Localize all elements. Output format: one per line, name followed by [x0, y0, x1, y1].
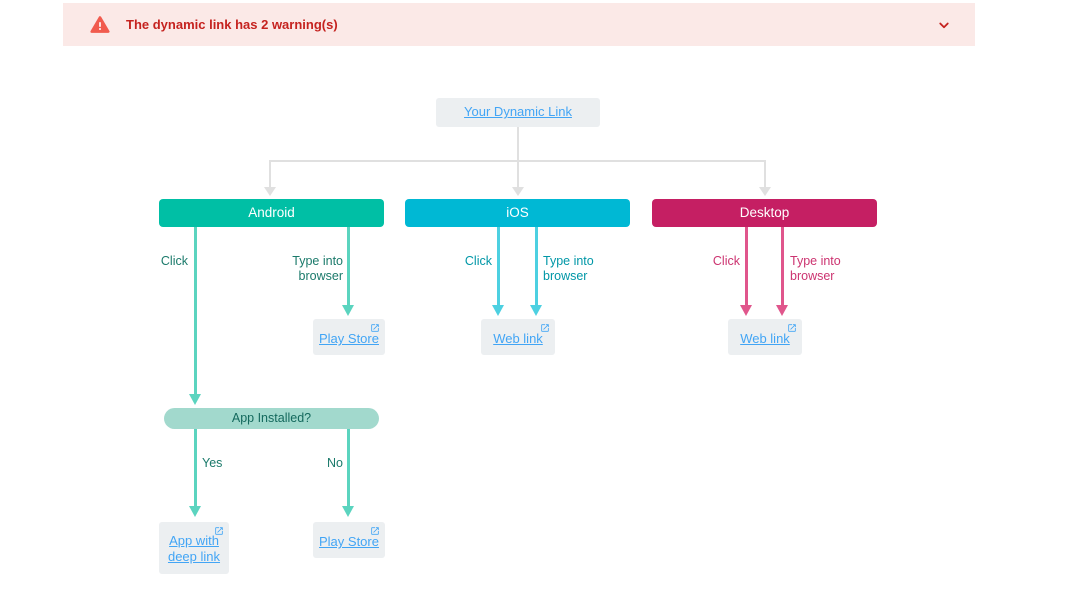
root-node: Your Dynamic Link	[436, 98, 600, 127]
external-link-icon	[540, 323, 550, 333]
warning-message: The dynamic link has 2 warning(s)	[126, 17, 338, 32]
external-link-icon	[370, 323, 380, 333]
desktop-type-into-browser-label: Type into browser	[790, 254, 841, 283]
ios-type-arrowhead	[530, 305, 542, 316]
ios-click-arrowhead	[492, 305, 504, 316]
tree-root-stem	[517, 127, 519, 161]
app-installed-pill: App Installed?	[164, 408, 379, 429]
android-play-store-no-link[interactable]: Play Store	[319, 534, 379, 549]
tree-stub-desktop	[764, 160, 766, 187]
android-type-arrowhead	[342, 305, 354, 316]
tree-arrowhead-ios	[512, 187, 524, 196]
android-yes-label: Yes	[202, 456, 223, 470]
desktop-click-arrowhead	[740, 305, 752, 316]
android-type-into-browser-label: Type into browser	[292, 254, 343, 283]
desktop-click-label: Click	[712, 254, 740, 268]
ios-click-label: Click	[464, 254, 492, 268]
android-type-arrow-line	[347, 227, 350, 305]
desktop-type-arrowhead	[776, 305, 788, 316]
your-dynamic-link[interactable]: Your Dynamic Link	[464, 104, 572, 119]
ios-click-arrow-line	[497, 227, 500, 305]
external-link-icon	[370, 526, 380, 536]
ios-type-into-browser-label: Type into browser	[543, 254, 594, 283]
platform-header-ios: iOS	[405, 199, 630, 227]
ios-web-link-node: Web link	[481, 319, 555, 355]
android-click-label: Click	[160, 254, 188, 268]
desktop-web-link-node: Web link	[728, 319, 802, 355]
tree-stub-ios	[517, 160, 519, 187]
android-click-arrowhead	[189, 394, 201, 405]
desktop-type-arrow-line	[781, 227, 784, 305]
android-app-deep-link-node: App with deep link	[159, 522, 229, 574]
warning-banner[interactable]: The dynamic link has 2 warning(s)	[63, 3, 975, 46]
platform-header-android: Android	[159, 199, 384, 227]
android-play-store-node: Play Store	[313, 319, 385, 355]
android-yes-arrow-line	[194, 429, 197, 506]
android-yes-arrowhead	[189, 506, 201, 517]
tree-stub-android	[269, 160, 271, 187]
desktop-click-arrow-line	[745, 227, 748, 305]
tree-arrowhead-android	[264, 187, 276, 196]
warning-triangle-icon	[90, 15, 110, 34]
android-play-store-no-node: Play Store	[313, 522, 385, 558]
chevron-down-icon[interactable]	[935, 16, 953, 34]
android-no-arrow-line	[347, 429, 350, 506]
android-click-arrow-line	[194, 227, 197, 394]
desktop-web-link[interactable]: Web link	[740, 331, 790, 346]
android-app-deep-link[interactable]: App with deep link	[167, 533, 221, 564]
android-play-store-link[interactable]: Play Store	[319, 331, 379, 346]
android-no-label: No	[327, 456, 343, 470]
ios-web-link[interactable]: Web link	[493, 331, 543, 346]
platform-header-desktop: Desktop	[652, 199, 877, 227]
ios-type-arrow-line	[535, 227, 538, 305]
external-link-icon	[214, 526, 224, 536]
external-link-icon	[787, 323, 797, 333]
tree-arrowhead-desktop	[759, 187, 771, 196]
android-no-arrowhead	[342, 506, 354, 517]
